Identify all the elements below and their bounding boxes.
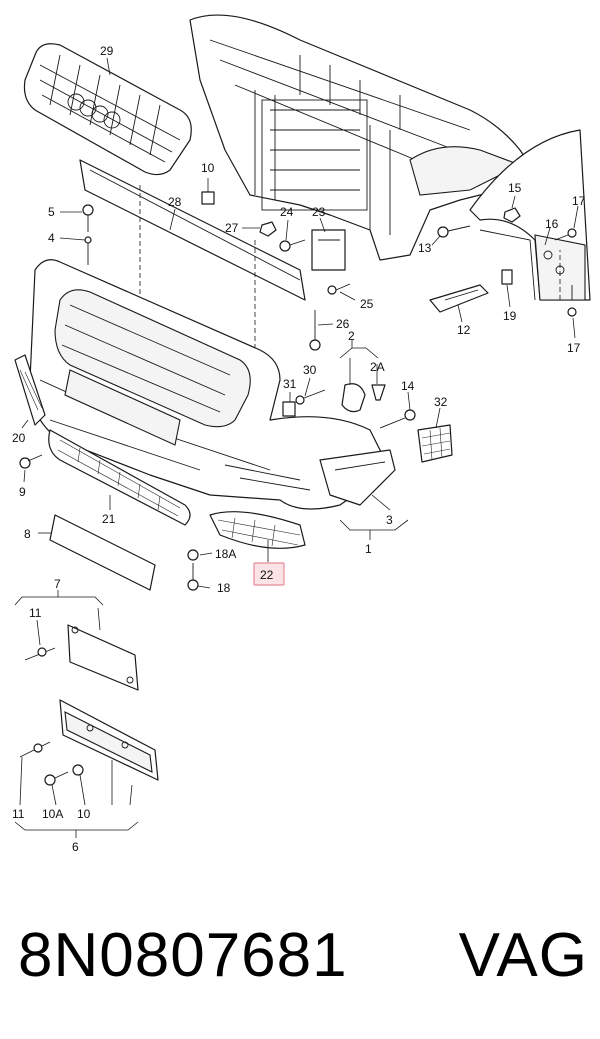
grille-illustration [23,43,192,176]
callout-10-bottom: 10 [77,807,91,821]
callout-25: 25 [360,297,374,311]
lower-grille-21-illustration [48,429,191,526]
callout-23: 23 [312,205,326,219]
callout-2a: 2A [370,360,385,374]
callout-1: 1 [365,542,372,556]
callout-28: 28 [168,195,182,209]
callout-18a: 18A [215,547,236,561]
callout-2: 2 [348,329,355,343]
callout-4: 4 [48,231,55,245]
callout-6: 6 [72,840,79,854]
callout-16: 16 [545,217,559,231]
callout-17-top: 17 [572,194,586,208]
lower-grille-22-illustration [209,511,306,549]
callout-10-top: 10 [201,161,215,175]
callout-27: 27 [225,221,239,235]
parts-diagram: 29 10 28 5 4 27 24 23 25 26 13 15 16 17 … [12,14,591,854]
callout-8: 8 [24,527,31,541]
leader-lines [14,57,579,838]
callout-7: 7 [54,577,61,591]
callout-10a: 10A [42,807,63,821]
callout-18: 18 [217,581,231,595]
callout-30: 30 [303,363,317,377]
part-number: 8N0807681 [18,920,348,990]
bracket-12-illustration [429,284,489,313]
callout-11-top: 11 [29,606,42,620]
callout-9: 9 [19,485,26,499]
front-carrier-illustration [189,14,541,261]
callout-19: 19 [503,309,517,323]
bumper-cover-illustration [29,259,391,510]
callout-labels: 29 10 28 5 4 27 24 23 25 26 13 15 16 17 … [12,44,586,854]
callout-15: 15 [508,181,522,195]
plate-holder-6-illustration [59,699,159,781]
callout-29: 29 [100,44,114,58]
callout-3: 3 [386,513,393,527]
callout-12: 12 [457,323,471,337]
vent-grille-32-illustration [417,424,453,463]
callout-11-bottom: 11 [12,807,25,821]
wing-illustration [469,129,591,301]
washer-cover-2-illustration [341,383,366,413]
part-number-footer: 8N0807681 VAG [18,915,588,995]
callout-26: 26 [336,317,350,331]
callout-21: 21 [102,512,116,526]
callout-22: 22 [260,568,274,582]
clip-31-illustration [282,401,296,417]
callout-5: 5 [48,205,55,219]
callout-31: 31 [283,377,297,391]
plate-8-illustration [49,514,156,591]
callout-20: 20 [12,431,26,445]
callout-13: 13 [418,241,432,255]
callout-14: 14 [401,379,415,393]
callout-17-bottom: 17 [567,341,581,355]
plate-bracket-7-illustration [67,624,139,691]
clip-19-illustration [501,269,513,285]
side-bracket-20-illustration [14,354,46,426]
spoiler-3-illustration [319,449,396,506]
callout-32: 32 [434,395,448,409]
highlight-box-22 [253,562,285,586]
fasteners-illustration [19,191,577,786]
brand-name: VAG [458,920,588,990]
callout-24: 24 [280,205,294,219]
